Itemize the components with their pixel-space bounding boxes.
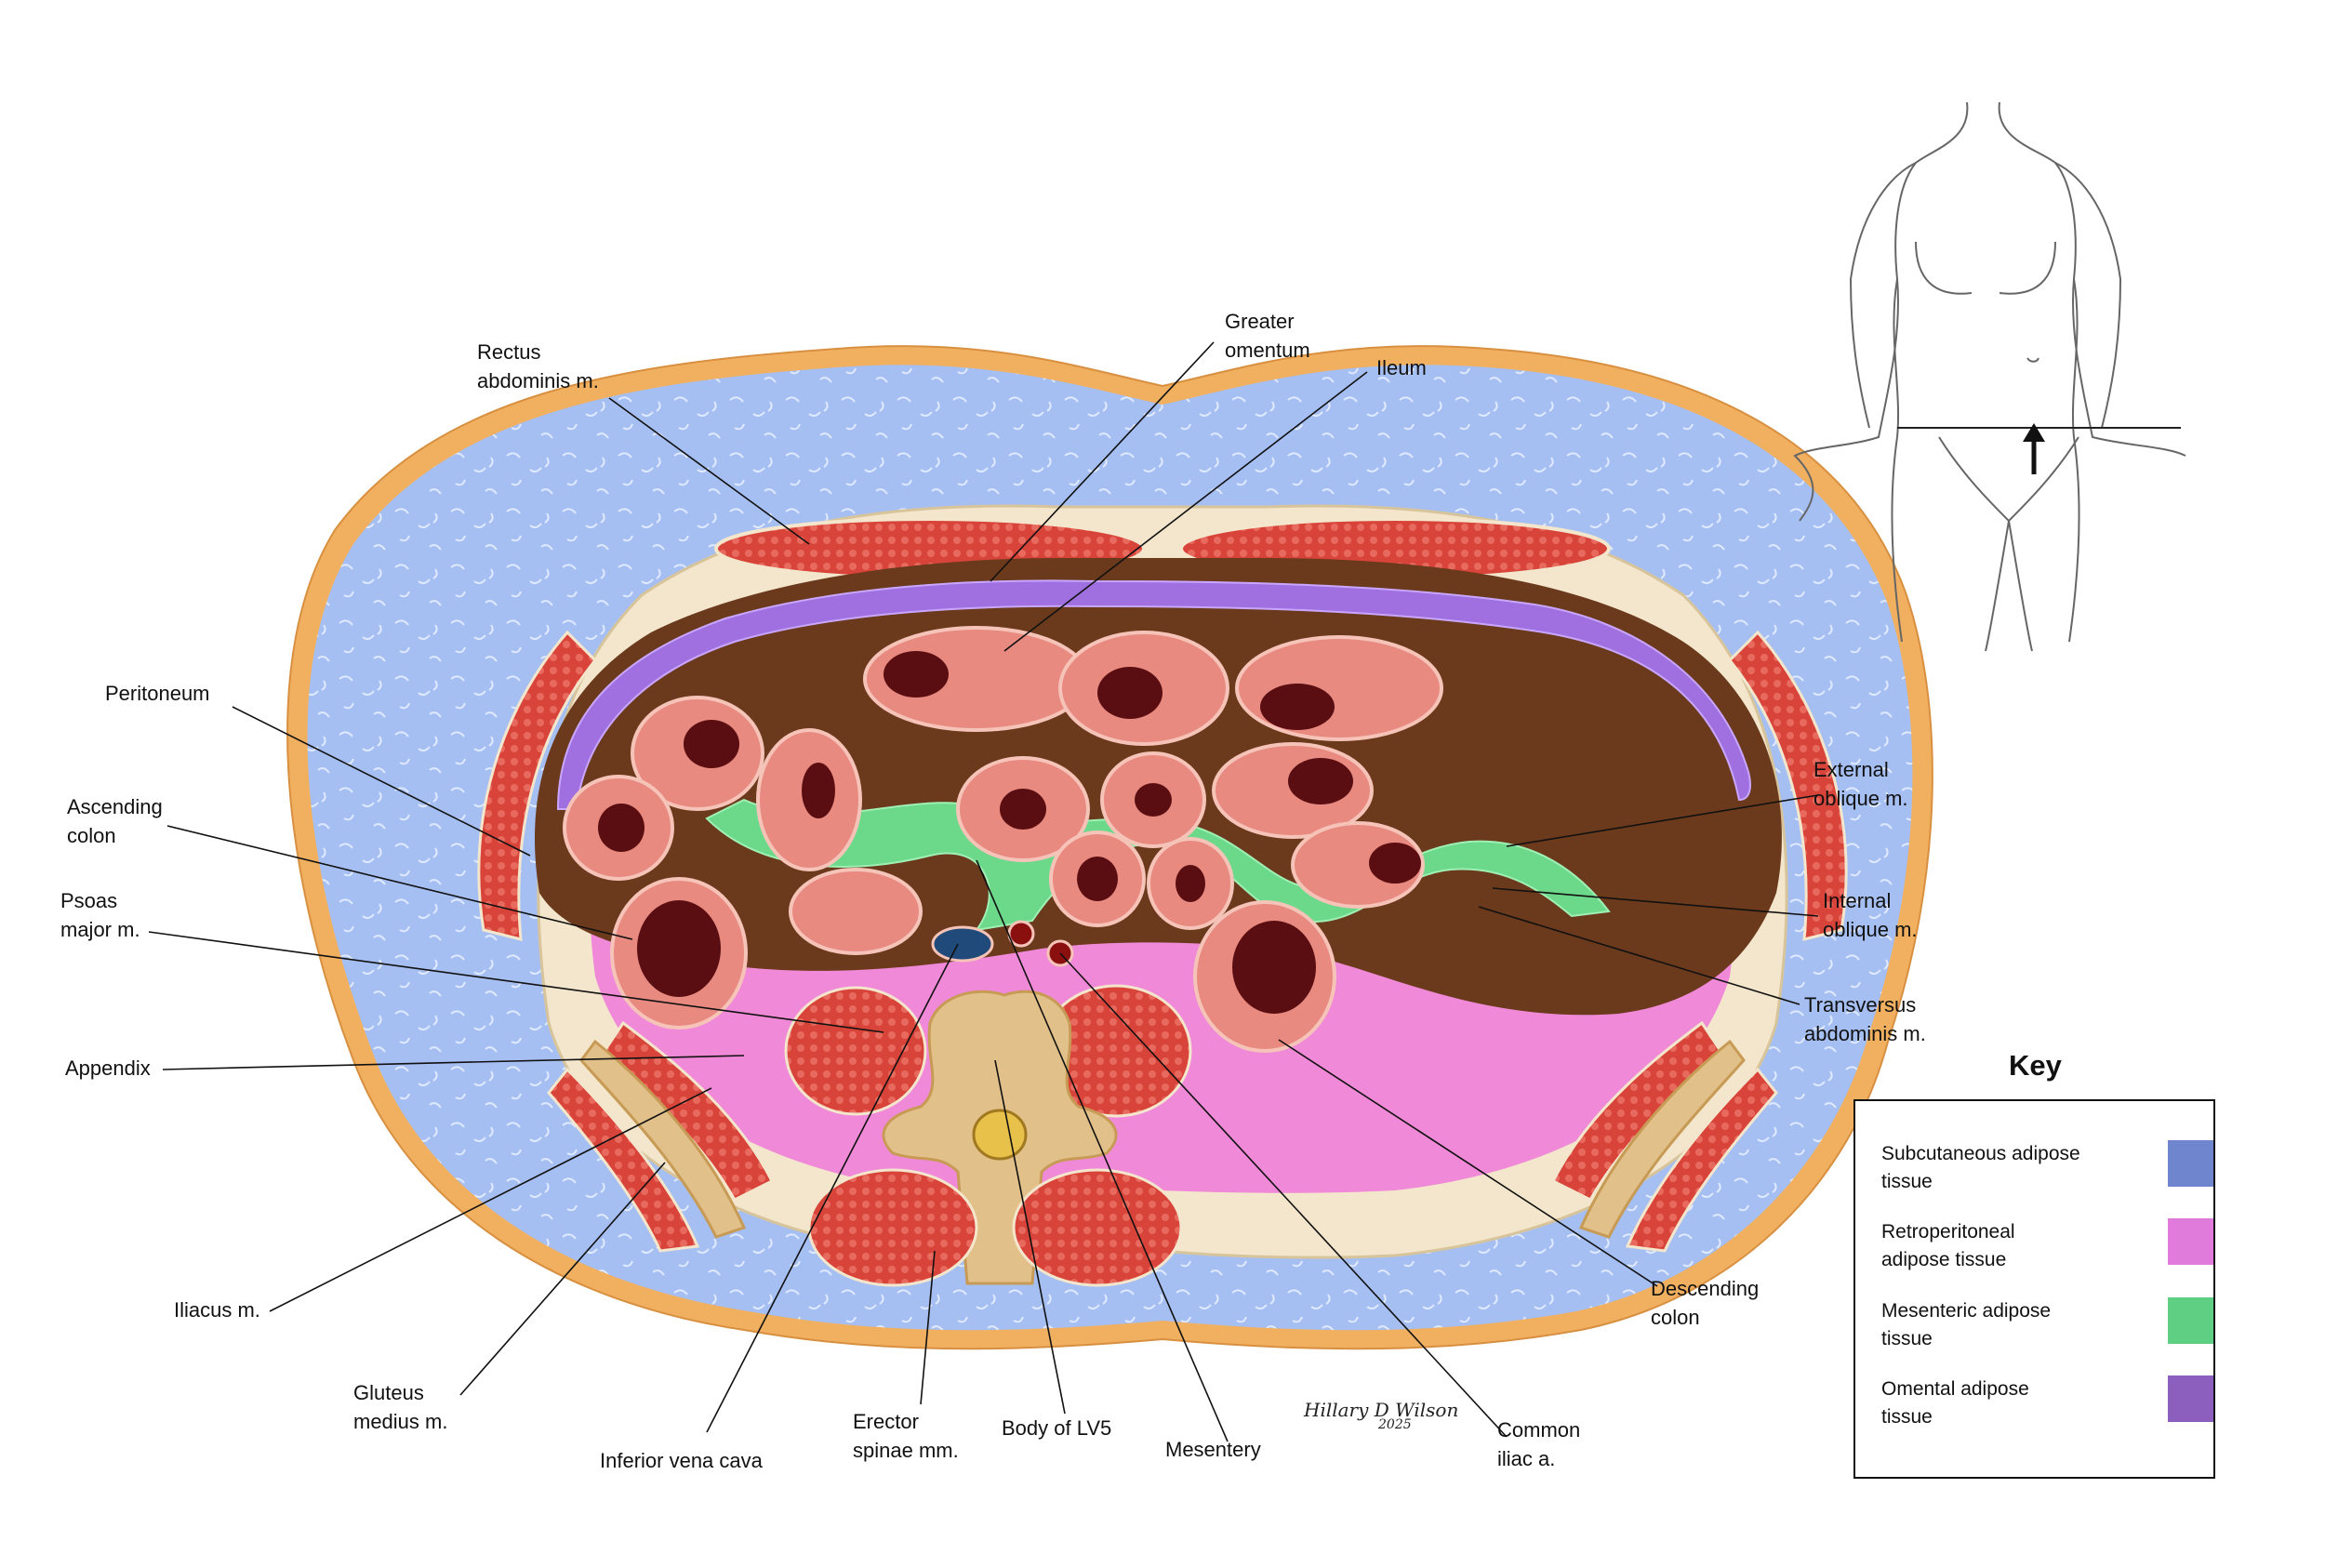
- label-iliacus: Iliacus m.: [174, 1298, 260, 1322]
- key-item-subcutaneous: Subcutaneous adipose tissue: [1881, 1140, 2213, 1196]
- label-ascending-colon: Ascending colon: [67, 795, 163, 847]
- leader-lines: [148, 341, 1819, 1442]
- label-inferior-vena-cava: Inferior vena cava: [600, 1449, 763, 1472]
- ilium-bone-left: [579, 1039, 747, 1239]
- label-peritoneum: Peritoneum: [105, 682, 210, 705]
- label-transversus-abdominis: Transversus abdominis m.: [1804, 993, 1926, 1045]
- erector-spinae-right: [1012, 1168, 1183, 1287]
- ilium-bone-right: [1578, 1039, 1746, 1239]
- signature-year: 2025: [1378, 1417, 1412, 1432]
- key-swatch-subcutaneous: [2168, 1140, 2213, 1187]
- inferior-vena-cava-shape: [931, 925, 994, 963]
- key-swatch-retroperitoneal: [2168, 1218, 2213, 1265]
- label-psoas-major: Psoas major m.: [60, 889, 140, 941]
- key-item-omental: Omental adipose tissue: [1881, 1375, 2213, 1431]
- key-item-label: Subcutaneous adipose tissue: [1881, 1143, 2080, 1192]
- label-body-of-lv5: Body of LV5: [1002, 1416, 1112, 1440]
- label-appendix: Appendix: [65, 1056, 151, 1080]
- key-item-label: Retroperitoneal adipose tissue: [1881, 1221, 2015, 1270]
- label-erector-spinae: Erector spinae mm.: [853, 1410, 959, 1462]
- key-swatch-omental: [2168, 1375, 2213, 1422]
- label-internal-oblique: Internal oblique m.: [1823, 889, 1918, 941]
- key-item-retroperitoneal: Retroperitoneal adipose tissue: [1881, 1218, 2213, 1274]
- lateral-muscles-left: [477, 630, 598, 941]
- label-ileum: Ileum: [1376, 356, 1427, 379]
- key-swatch-mesenteric: [2168, 1297, 2213, 1344]
- label-descending-colon: Descending colon: [1651, 1277, 1760, 1329]
- gluteus-medius-right: [1625, 1067, 1778, 1253]
- common-iliac-artery-left: [1007, 920, 1035, 948]
- lateral-muscles-right: [1727, 630, 1848, 941]
- key-item-mesenteric: Mesenteric adipose tissue: [1881, 1297, 2213, 1353]
- label-gluteus-medius: Gluteus medius m.: [353, 1381, 448, 1433]
- label-external-oblique: External oblique m.: [1814, 758, 1908, 810]
- signature-name: Hillary D Wilson: [1304, 1399, 1459, 1421]
- spinal-canal: [972, 1109, 1028, 1161]
- section-view-arrow-head: [2023, 423, 2045, 442]
- psoas-major-left: [784, 986, 927, 1116]
- body-outline-sketch: [1793, 101, 2186, 652]
- descending-colon-shape: [1193, 900, 1336, 1053]
- label-greater-omentum: Greater omentum: [1225, 310, 1310, 362]
- label-common-iliac: Common iliac a.: [1497, 1418, 1581, 1470]
- gluteus-medius-left: [547, 1067, 700, 1253]
- label-rectus-abdominis: Rectus abdominis m.: [477, 340, 599, 392]
- label-mesentery: Mesentery: [1165, 1438, 1261, 1461]
- artist-signature: Hillary D Wilson 2025: [1304, 1399, 1459, 1432]
- ascending-colon-shape: [610, 877, 748, 1030]
- key-item-label: Omental adipose tissue: [1881, 1378, 2029, 1428]
- bowel-lumens: [598, 651, 1421, 902]
- key-legend: Subcutaneous adipose tissue Retroperiton…: [1853, 1099, 2215, 1479]
- erector-spinae-left: [807, 1168, 978, 1287]
- key-item-label: Mesenteric adipose tissue: [1881, 1300, 2052, 1349]
- greater-omentum-fat: [556, 579, 1751, 810]
- key-title: Key: [2009, 1049, 2062, 1082]
